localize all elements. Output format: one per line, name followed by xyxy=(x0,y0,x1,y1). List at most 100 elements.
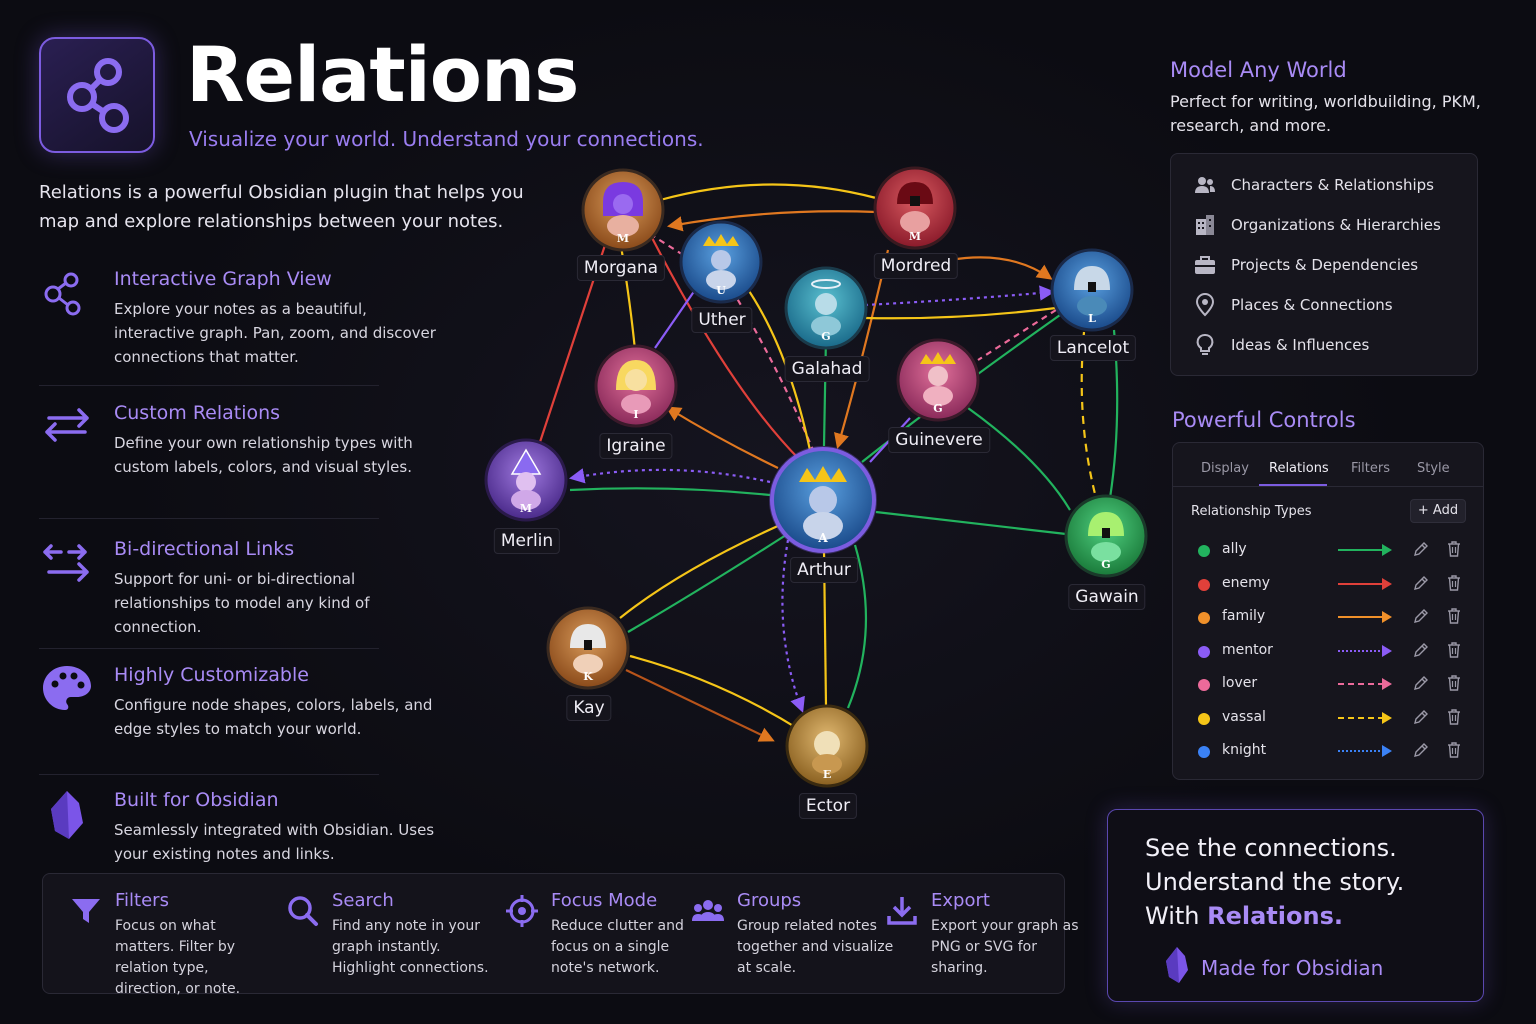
edit-icon[interactable] xyxy=(1412,674,1428,692)
relation-edge-preview xyxy=(1338,544,1392,556)
svg-text:M: M xyxy=(909,230,921,243)
node-morgana[interactable]: M xyxy=(581,168,665,252)
divider xyxy=(39,518,379,519)
node-label-lancelot[interactable]: Lancelot xyxy=(1049,335,1137,361)
node-ector[interactable]: E xyxy=(785,704,869,788)
feature-desc: Export your graph as PNG or SVG for shar… xyxy=(931,918,1079,976)
feature-bar: Filters Focus on what matters. Filter by… xyxy=(42,873,1079,997)
edge-arthur-igraine[interactable] xyxy=(665,406,779,469)
svg-text:K: K xyxy=(583,670,593,683)
relation-row-mentor[interactable]: mentor xyxy=(1173,639,1483,663)
relation-row-ally[interactable]: ally xyxy=(1173,538,1483,562)
relation-color-dot xyxy=(1198,645,1210,658)
node-label-gawain[interactable]: Gawain xyxy=(1068,584,1146,610)
node-label-galahad[interactable]: Galahad xyxy=(784,356,870,382)
edge-arthur-ector-ally[interactable] xyxy=(846,544,868,709)
node-label-igraine[interactable]: Igraine xyxy=(599,433,673,459)
relation-name: knight xyxy=(1222,742,1267,758)
edge-arthur-kay-ally[interactable] xyxy=(627,534,787,633)
list-item-label: Ideas & Influences xyxy=(1231,336,1370,354)
relation-row-enemy[interactable]: enemy xyxy=(1173,572,1483,596)
node-galahad[interactable]: G xyxy=(784,266,868,350)
edge-arthur-merlin-ally[interactable] xyxy=(569,487,771,497)
node-kay[interactable]: K xyxy=(546,606,630,690)
delete-icon[interactable] xyxy=(1446,607,1462,625)
node-label-morgana[interactable]: Morgana xyxy=(576,255,666,281)
svg-text:E: E xyxy=(823,768,831,781)
node-label-arthur[interactable]: Arthur xyxy=(790,557,858,583)
edit-icon[interactable] xyxy=(1412,708,1428,726)
node-label-mordred[interactable]: Mordred xyxy=(873,253,959,279)
edge-uther-igraine[interactable] xyxy=(654,289,696,349)
relation-row-vassal[interactable]: vassal xyxy=(1173,706,1483,730)
edit-icon[interactable] xyxy=(1412,607,1428,625)
edge-lancelot-guinevere[interactable] xyxy=(977,309,1057,361)
edge-uther-arthur[interactable] xyxy=(744,284,814,461)
node-label-uther[interactable]: Uther xyxy=(691,307,753,333)
edge-lancelot-galahad[interactable] xyxy=(864,306,1057,320)
node-arthur[interactable]: A xyxy=(769,446,877,554)
node-gawain[interactable]: G xyxy=(1064,494,1148,578)
node-mordred[interactable]: M xyxy=(873,166,957,250)
relation-color-dot xyxy=(1198,712,1210,725)
active-tab-indicator xyxy=(1259,484,1327,486)
edge-morgana-mordred[interactable] xyxy=(659,183,877,202)
node-label-guinevere[interactable]: Guinevere xyxy=(888,427,990,453)
node-lancelot[interactable]: L xyxy=(1050,248,1134,332)
node-label-kay[interactable]: Kay xyxy=(566,695,612,721)
edge-morgana-arthur[interactable] xyxy=(647,229,801,461)
add-relation-button[interactable]: + Add xyxy=(1410,499,1466,523)
relation-row-family[interactable]: family xyxy=(1173,605,1483,629)
tab-relations[interactable]: Relations xyxy=(1269,461,1329,476)
swap-arrows-icon xyxy=(45,408,89,442)
node-uther[interactable]: U xyxy=(679,220,763,304)
edge-kay-ector-family[interactable] xyxy=(625,669,775,742)
edge-galahad-lancelot[interactable] xyxy=(864,285,1056,307)
edge-arthur-ector-mentor[interactable] xyxy=(781,539,805,713)
edge-morgana-igraine[interactable] xyxy=(618,239,637,351)
node-igraine[interactable]: I xyxy=(594,344,678,428)
feature-desc: Configure node shapes, colors, labels, a… xyxy=(114,696,433,738)
edge-kay-ector[interactable] xyxy=(629,654,801,731)
crosshair-icon xyxy=(506,895,538,927)
tab-style[interactable]: Style xyxy=(1417,461,1450,476)
edge-arthur-kay[interactable] xyxy=(619,523,781,619)
tab-filters[interactable]: Filters xyxy=(1351,461,1390,476)
svg-text:U: U xyxy=(716,284,726,297)
divider xyxy=(39,774,379,775)
users-icon xyxy=(1195,177,1215,193)
relation-row-lover[interactable]: lover xyxy=(1173,672,1483,696)
edge-arthur-gawain[interactable] xyxy=(875,510,1067,536)
delete-icon[interactable] xyxy=(1446,741,1462,759)
search-icon xyxy=(288,896,318,926)
edit-icon[interactable] xyxy=(1412,741,1428,759)
edit-icon[interactable] xyxy=(1412,540,1428,558)
delete-icon[interactable] xyxy=(1446,574,1462,592)
download-icon xyxy=(887,897,917,925)
edge-mordred-lancelot[interactable] xyxy=(949,256,1053,280)
graph-canvas[interactable]: M U M G L xyxy=(470,150,1170,850)
node-guinevere[interactable]: G xyxy=(896,338,980,422)
delete-icon[interactable] xyxy=(1446,641,1462,659)
relation-color-dot xyxy=(1198,545,1210,557)
delete-icon[interactable] xyxy=(1446,540,1462,558)
edge-galahad-arthur[interactable] xyxy=(822,335,828,447)
briefcase-icon xyxy=(1195,256,1215,274)
delete-icon[interactable] xyxy=(1446,674,1462,692)
edit-icon[interactable] xyxy=(1412,574,1428,592)
edge-guinevere-gawain[interactable] xyxy=(967,407,1071,511)
node-label-merlin[interactable]: Merlin xyxy=(493,528,561,554)
list-item-label: Projects & Dependencies xyxy=(1231,256,1419,274)
relation-row-knight[interactable]: knight xyxy=(1173,739,1483,763)
node-label-ector[interactable]: Ector xyxy=(798,793,858,819)
delete-icon[interactable] xyxy=(1446,708,1462,726)
edge-mordred-morgana[interactable] xyxy=(666,210,877,232)
feature-title: Highly Customizable xyxy=(114,664,309,686)
relation-graph[interactable]: M U M G L xyxy=(470,150,1170,850)
cta-card: See the connections. Understand the stor… xyxy=(1107,809,1484,1002)
edge-arthur-merlin[interactable] xyxy=(568,468,771,484)
svg-text:L: L xyxy=(1088,312,1096,325)
edit-icon[interactable] xyxy=(1412,641,1428,659)
tab-display[interactable]: Display xyxy=(1201,461,1249,476)
node-merlin[interactable]: M xyxy=(484,438,568,522)
